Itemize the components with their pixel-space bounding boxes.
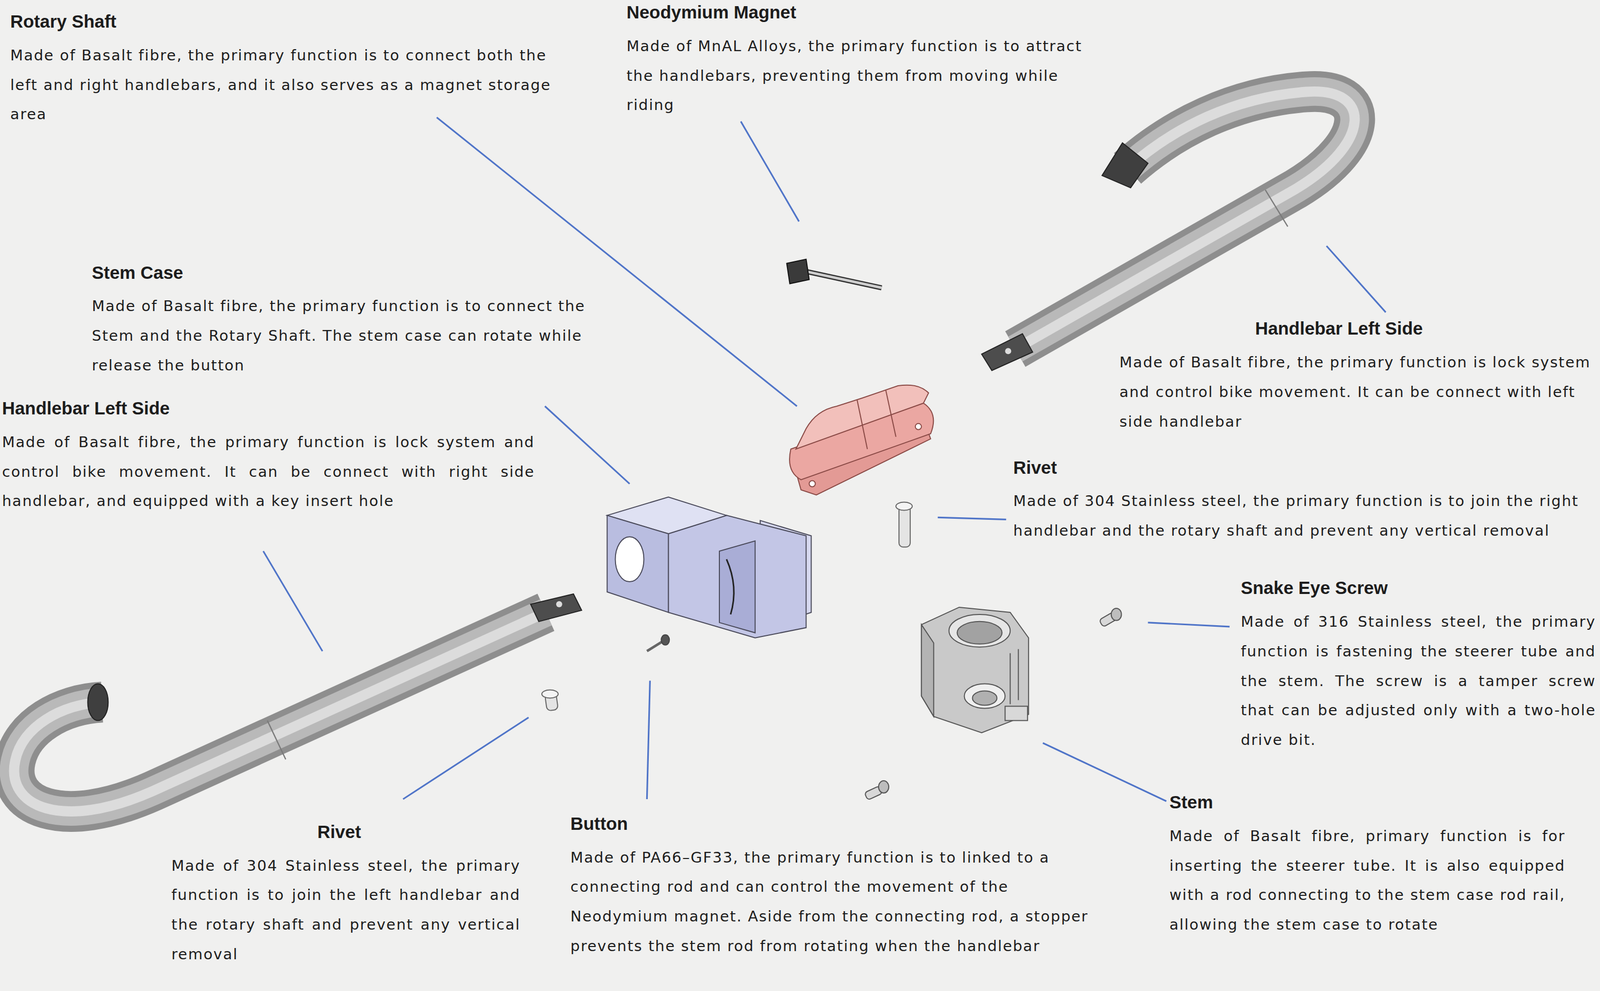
- rotary-shaft: [789, 385, 934, 496]
- part-shape: [796, 385, 929, 450]
- part-shape: [661, 634, 670, 646]
- rivet: [541, 690, 559, 712]
- part-shape: [878, 780, 889, 794]
- part-shape: [646, 641, 664, 652]
- part-shape: [1015, 91, 1355, 349]
- handlebar: [14, 612, 546, 812]
- part-shape: [1015, 91, 1355, 349]
- part-name: Rivet: [317, 820, 361, 844]
- part-description: Made of 304 Stainless steel, the primary…: [1013, 487, 1587, 547]
- part-shape: [921, 624, 934, 717]
- part-description: Made of Basalt fibre, primary function i…: [1169, 821, 1566, 940]
- part-name: Rivet: [1013, 456, 1057, 479]
- part-description: Made of Basalt fibre, the primary functi…: [2, 427, 535, 517]
- part-name: Stem: [1169, 791, 1213, 814]
- part-shape: [541, 690, 559, 699]
- leader-line: [1326, 246, 1387, 313]
- part-shape: [885, 389, 896, 437]
- stem-case: [607, 496, 812, 638]
- handlebar-end: [1102, 142, 1149, 188]
- leader-line: [1042, 742, 1167, 802]
- part-shape: [607, 515, 669, 613]
- part-shape: [14, 612, 546, 812]
- part-shape: [957, 621, 1003, 645]
- part-name: Rotary Shaft: [10, 10, 117, 33]
- part-shape: [14, 612, 546, 812]
- part-description: Made of Basalt fibre, the primary functi…: [91, 292, 623, 382]
- leader-line: [937, 517, 1007, 520]
- snake-eye-screw: [1099, 608, 1122, 628]
- part-shape: [1004, 706, 1028, 721]
- button-part: [646, 634, 670, 652]
- part-name: Button: [570, 812, 628, 836]
- leader-line: [436, 117, 798, 407]
- part-shape: [805, 271, 882, 289]
- part-description: Made of MnAL Alloys, the primary functio…: [626, 31, 1098, 121]
- part-shape: [726, 559, 734, 615]
- stem: [921, 607, 1029, 733]
- handlebar-tab: [530, 594, 582, 622]
- part-shape: [615, 536, 645, 582]
- part-shape: [857, 400, 868, 450]
- rivet-hole: [556, 601, 563, 608]
- handlebar-tab: [981, 333, 1033, 371]
- leader-line: [263, 551, 323, 651]
- part-shape: [805, 271, 882, 289]
- part-shape: [1265, 189, 1288, 227]
- part-name: Handlebar Left Side: [1255, 317, 1423, 340]
- part-shape: [895, 501, 913, 511]
- leader-line: [403, 717, 529, 800]
- part-description: Made of Basalt fibre, the primary functi…: [10, 40, 578, 130]
- part-name: Stem Case: [91, 261, 183, 284]
- part-shape: [949, 614, 1011, 648]
- rivet-hole: [1004, 347, 1012, 355]
- part-description: Made of 304 Stainless steel, the primary…: [171, 851, 521, 970]
- part-shape: [921, 607, 1029, 733]
- leader-line: [544, 406, 630, 485]
- part-description: Made of PA66–GF33, the primary function …: [570, 843, 1106, 962]
- part-name: Snake Eye Screw: [1240, 576, 1388, 600]
- part-description: Made of 316 Stainless steel, the primary…: [1240, 607, 1596, 756]
- part-shape: [808, 480, 816, 488]
- part-shape: [964, 684, 1006, 709]
- part-name: Handlebar Left Side: [2, 397, 170, 420]
- rivet: [895, 501, 913, 547]
- part-shape: [899, 506, 911, 547]
- part-shape: [972, 691, 998, 706]
- part-shape: [14, 612, 546, 812]
- part-shape: [1017, 649, 1019, 701]
- handlebar-end: [88, 684, 109, 721]
- part-shape: [786, 259, 810, 284]
- part-description: Made of Basalt fibre, the primary functi…: [1119, 347, 1595, 437]
- part-name: Neodymium Magnet: [626, 1, 797, 24]
- snake-eye-screw: [864, 780, 889, 801]
- part-shape: [1015, 91, 1355, 349]
- handlebar: [1015, 91, 1355, 349]
- part-shape: [1111, 608, 1122, 621]
- leader-line: [1148, 622, 1231, 627]
- part-shape: [668, 515, 806, 638]
- part-shape: [1009, 653, 1011, 705]
- part-shape: [915, 423, 922, 430]
- part-shape: [267, 720, 286, 760]
- leader-line: [740, 121, 800, 222]
- part-shape: [719, 540, 756, 633]
- magnet: [786, 259, 882, 289]
- leader-line: [646, 681, 650, 800]
